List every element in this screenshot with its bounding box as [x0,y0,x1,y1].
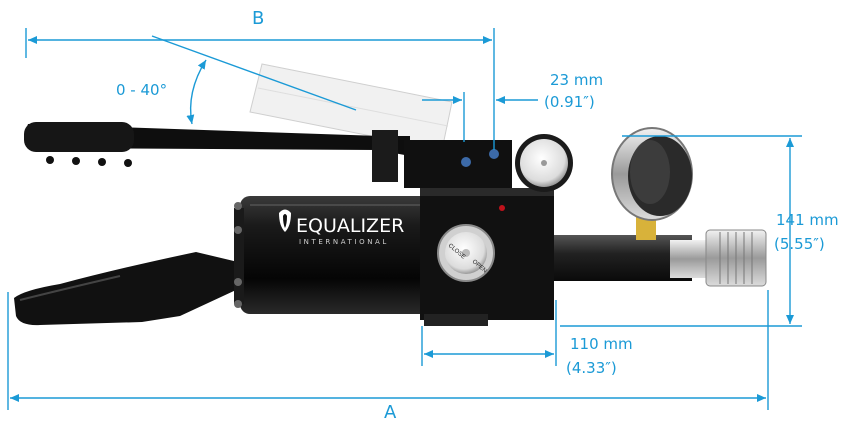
pump-rod [554,235,692,281]
angle-label: 0 - 40° [116,81,168,99]
height-mm-label: 141 mm [776,211,839,229]
lower-handle [14,252,238,326]
equalizer-logo: EQUALIZER INTERNATIONAL [279,209,404,246]
height-in-label: (5.55″) [774,235,825,253]
cylinder-body [234,196,430,314]
dimension-b-label: B [252,8,265,29]
dimension-lines [7,28,802,410]
quick-coupler [670,229,767,287]
small-gauge [515,134,573,192]
offset-in-label: (0.91″) [544,93,595,111]
offset-mm-label: 23 mm [550,71,604,89]
depth-mm-label: 110 mm [570,335,633,353]
pressure-gauge [611,127,693,240]
brand-name: EQUALIZER [296,215,404,237]
raised-handle-guide [151,35,357,111]
dimension-a-label: A [384,402,397,423]
brand-sub: INTERNATIONAL [299,238,389,246]
angle-arc [186,59,207,125]
release-knob: CLOSE OPEN [437,224,495,282]
depth-in-label: (4.33″) [566,359,617,377]
